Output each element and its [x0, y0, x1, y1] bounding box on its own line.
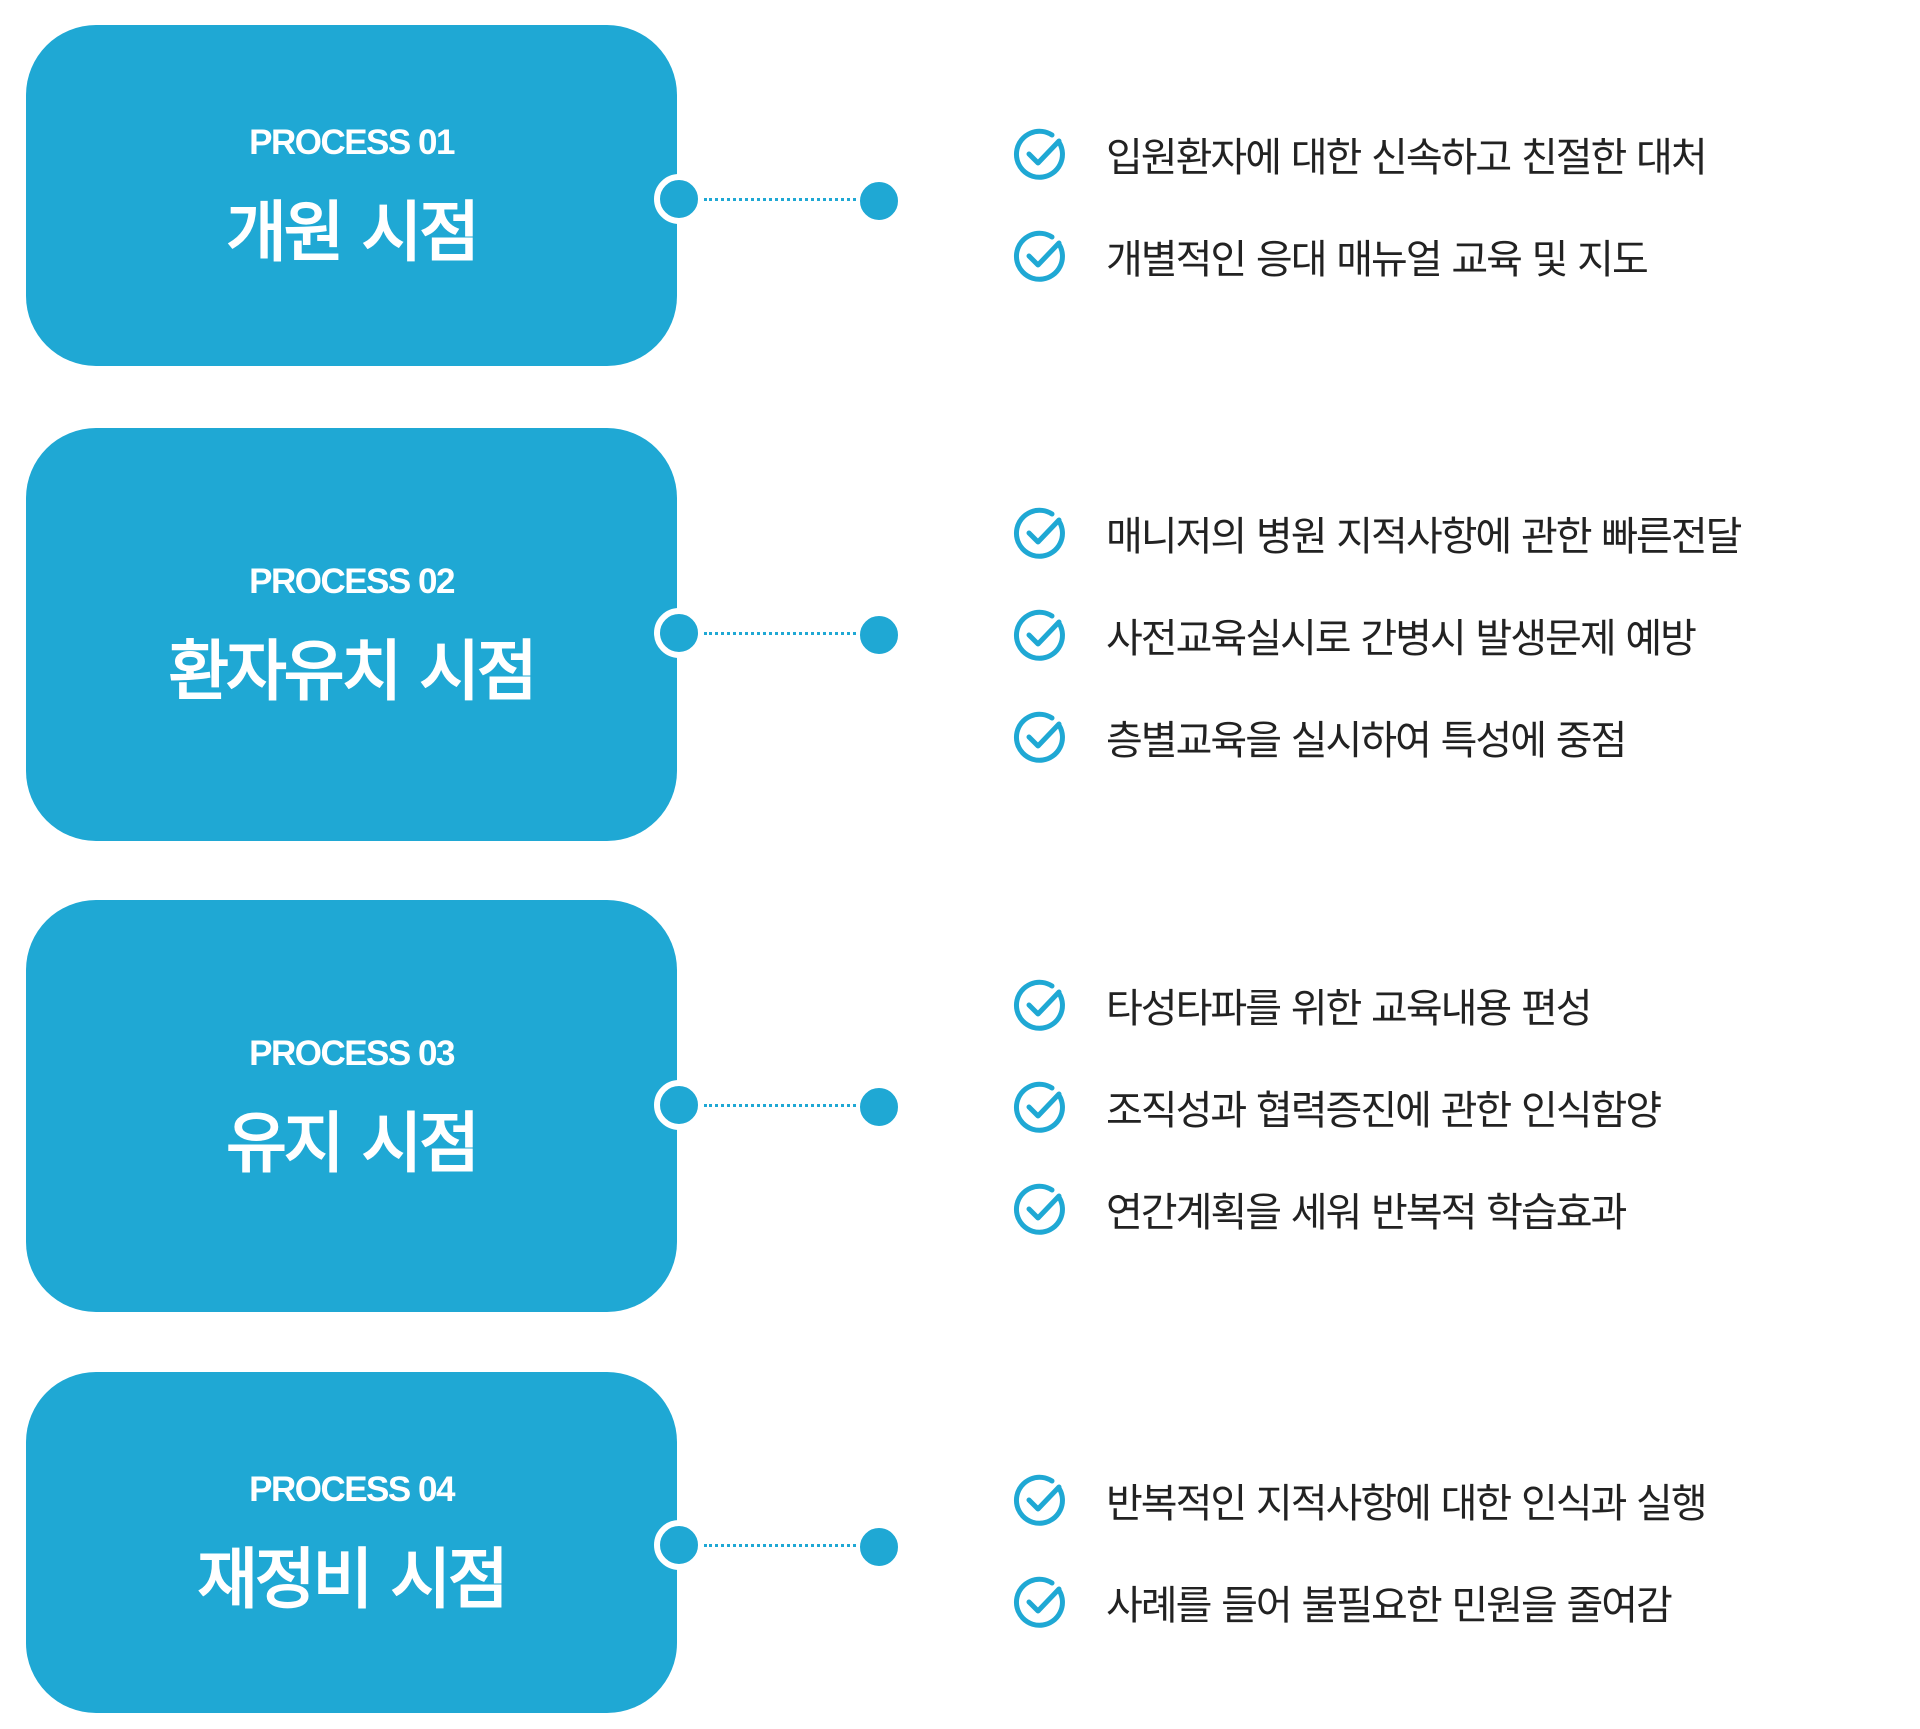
list-item-text: 층별교육을 실시하여 특성에 중점	[1106, 718, 1627, 764]
list-item: 타성타파를 위한 교육내용 편성	[1010, 954, 1660, 1056]
list-item-text: 타성타파를 위한 교육내용 편성	[1106, 986, 1593, 1032]
process-connector	[654, 1520, 902, 1570]
list-item-text: 개별적인 응대 매뉴얼 교육 및 지도	[1106, 237, 1649, 283]
check-circle-icon	[1014, 1474, 1065, 1526]
list-item-text: 연간계획을 세워 반복적 학습효과	[1106, 1190, 1627, 1236]
check-circle-icon	[1014, 230, 1065, 282]
process-title: 유지 시점	[226, 1104, 480, 1182]
process-title: 재정비 시점	[197, 1541, 509, 1618]
process-connector	[654, 1080, 902, 1130]
check-circle-icon	[1014, 128, 1065, 180]
list-item: 연간계획을 세워 반복적 학습효과	[1010, 1158, 1660, 1260]
list-item-text: 반복적인 지적사항에 대한 인식과 실행	[1106, 1481, 1708, 1527]
connector-end-dot	[856, 178, 902, 224]
connector-dotted-line	[704, 1104, 856, 1107]
process-card-3: PROCESS 03 유지 시점	[26, 900, 677, 1312]
process-item-list: 매니저의 병원 지적사항에 관한 빠른전달 사전교육실시로 간병시 발생문제 예…	[1010, 482, 1742, 788]
list-item: 사전교육실시로 간병시 발생문제 예방	[1010, 584, 1740, 686]
list-item: 사례를 들어 불필요한 민원을 줄여감	[1010, 1551, 1706, 1653]
process-connector	[654, 608, 902, 658]
check-circle-icon	[1014, 979, 1065, 1031]
connector-dotted-line	[704, 198, 856, 201]
process-item-list: 타성타파를 위한 교육내용 편성 조직성과 협력증진에 관한 인식함양 연간계획…	[1010, 954, 1662, 1260]
connector-start-dot	[654, 1520, 704, 1570]
process-connector	[654, 174, 902, 224]
check-circle-icon	[1014, 1576, 1065, 1628]
list-item-text: 사례를 들어 불필요한 민원을 줄여감	[1106, 1583, 1673, 1629]
process-title: 환자유치 시점	[168, 633, 537, 710]
check-circle-icon	[1014, 1183, 1065, 1235]
process-label: PROCESS 03	[249, 1033, 455, 1073]
connector-dotted-line	[704, 632, 856, 635]
process-card-4: PROCESS 04 재정비 시점	[26, 1372, 677, 1713]
list-item-text: 조직성과 협력증진에 관한 인식함양	[1106, 1088, 1662, 1134]
process-label: PROCESS 04	[249, 1470, 455, 1509]
list-item-text: 매니저의 병원 지적사항에 관한 빠른전달	[1106, 514, 1742, 560]
list-item: 매니저의 병원 지적사항에 관한 빠른전달	[1010, 482, 1742, 584]
list-item: 입원환자에 대한 신속하고 친절한 대처	[1010, 103, 1708, 205]
list-item: 개별적인 응대 매뉴얼 교육 및 지도	[1010, 205, 1706, 307]
process-item-list: 입원환자에 대한 신속하고 친절한 대처 개별적인 응대 매뉴얼 교육 및 지도	[1010, 103, 1708, 307]
process-item-list: 반복적인 지적사항에 대한 인식과 실행 사례를 들어 불필요한 민원을 줄여감	[1010, 1449, 1708, 1653]
check-circle-icon	[1014, 507, 1065, 559]
process-card-2: PROCESS 02 환자유치 시점	[26, 428, 677, 841]
check-circle-icon	[1014, 711, 1065, 763]
connector-start-dot	[654, 174, 704, 224]
connector-end-dot	[856, 612, 902, 658]
check-circle-icon	[1014, 609, 1065, 661]
check-circle-icon	[1014, 1081, 1065, 1133]
connector-start-dot	[654, 1080, 704, 1130]
list-item-text: 입원환자에 대한 신속하고 친절한 대처	[1106, 135, 1708, 181]
list-item-text: 사전교육실시로 간병시 발생문제 예방	[1106, 616, 1697, 662]
process-label: PROCESS 01	[249, 123, 455, 162]
connector-start-dot	[654, 608, 704, 658]
list-item: 반복적인 지적사항에 대한 인식과 실행	[1010, 1449, 1708, 1551]
list-item: 조직성과 협력증진에 관한 인식함양	[1010, 1056, 1662, 1158]
process-card-1: PROCESS 01 개원 시점	[26, 25, 677, 366]
process-title: 개원 시점	[226, 194, 480, 271]
connector-end-dot	[856, 1084, 902, 1130]
connector-end-dot	[856, 1524, 902, 1570]
process-label: PROCESS 02	[249, 562, 455, 601]
list-item: 층별교육을 실시하여 특성에 중점	[1010, 686, 1740, 788]
connector-dotted-line	[704, 1544, 856, 1547]
